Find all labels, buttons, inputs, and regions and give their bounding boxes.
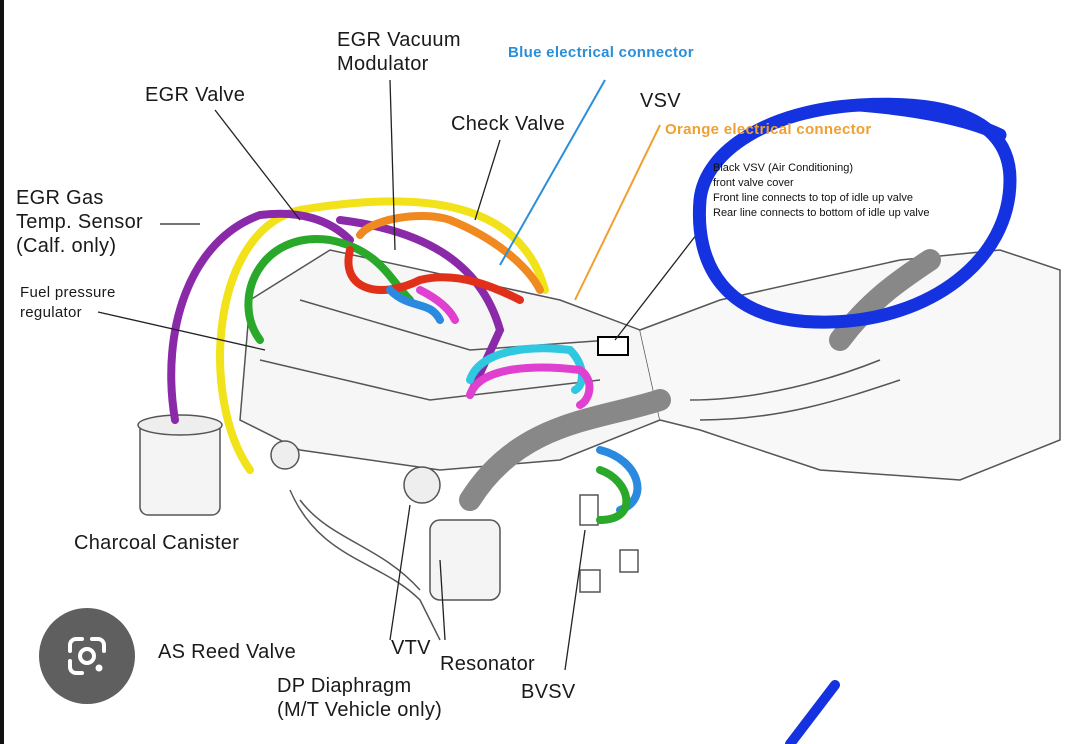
annotation-blue-connector: Blue electrical connector	[508, 44, 694, 61]
annotation-orange-connector: Orange electrical connector	[665, 121, 872, 138]
blue-connector-line	[499, 79, 606, 266]
label-vtv: VTV	[391, 637, 431, 659]
note-line: front valve cover	[713, 177, 794, 189]
orange-connector-line	[574, 124, 661, 301]
google-lens-button[interactable]	[39, 608, 135, 704]
note-line: Black VSV (Air Conditioning)	[713, 162, 854, 174]
label-vsv: VSV	[640, 90, 681, 112]
vacuum-hoses	[167, 197, 941, 524]
label-dp-diaphragm: DP Diaphragm(M/T Vehicle only)	[277, 675, 443, 721]
label-resonator: Resonator	[440, 653, 535, 675]
annotation-note: Black VSV (Air Conditioning) front valve…	[713, 161, 929, 221]
leader-lines	[97, 79, 701, 671]
google-lens-icon	[68, 637, 106, 675]
label-bvsv: BVSV	[521, 681, 576, 703]
note-line: Rear line connects to bottom of idle up …	[713, 207, 930, 219]
label-as-reed-valve: AS Reed Valve	[158, 641, 297, 663]
note-line: Front line connects to top of idle up va…	[713, 192, 913, 204]
annotation-circle	[692, 97, 1017, 329]
annotation-stroke	[785, 680, 840, 744]
label-charcoal-canister: Charcoal Canister	[74, 532, 240, 554]
label-check-valve: Check Valve	[451, 113, 566, 135]
label-egr-valve: EGR Valve	[145, 84, 246, 106]
